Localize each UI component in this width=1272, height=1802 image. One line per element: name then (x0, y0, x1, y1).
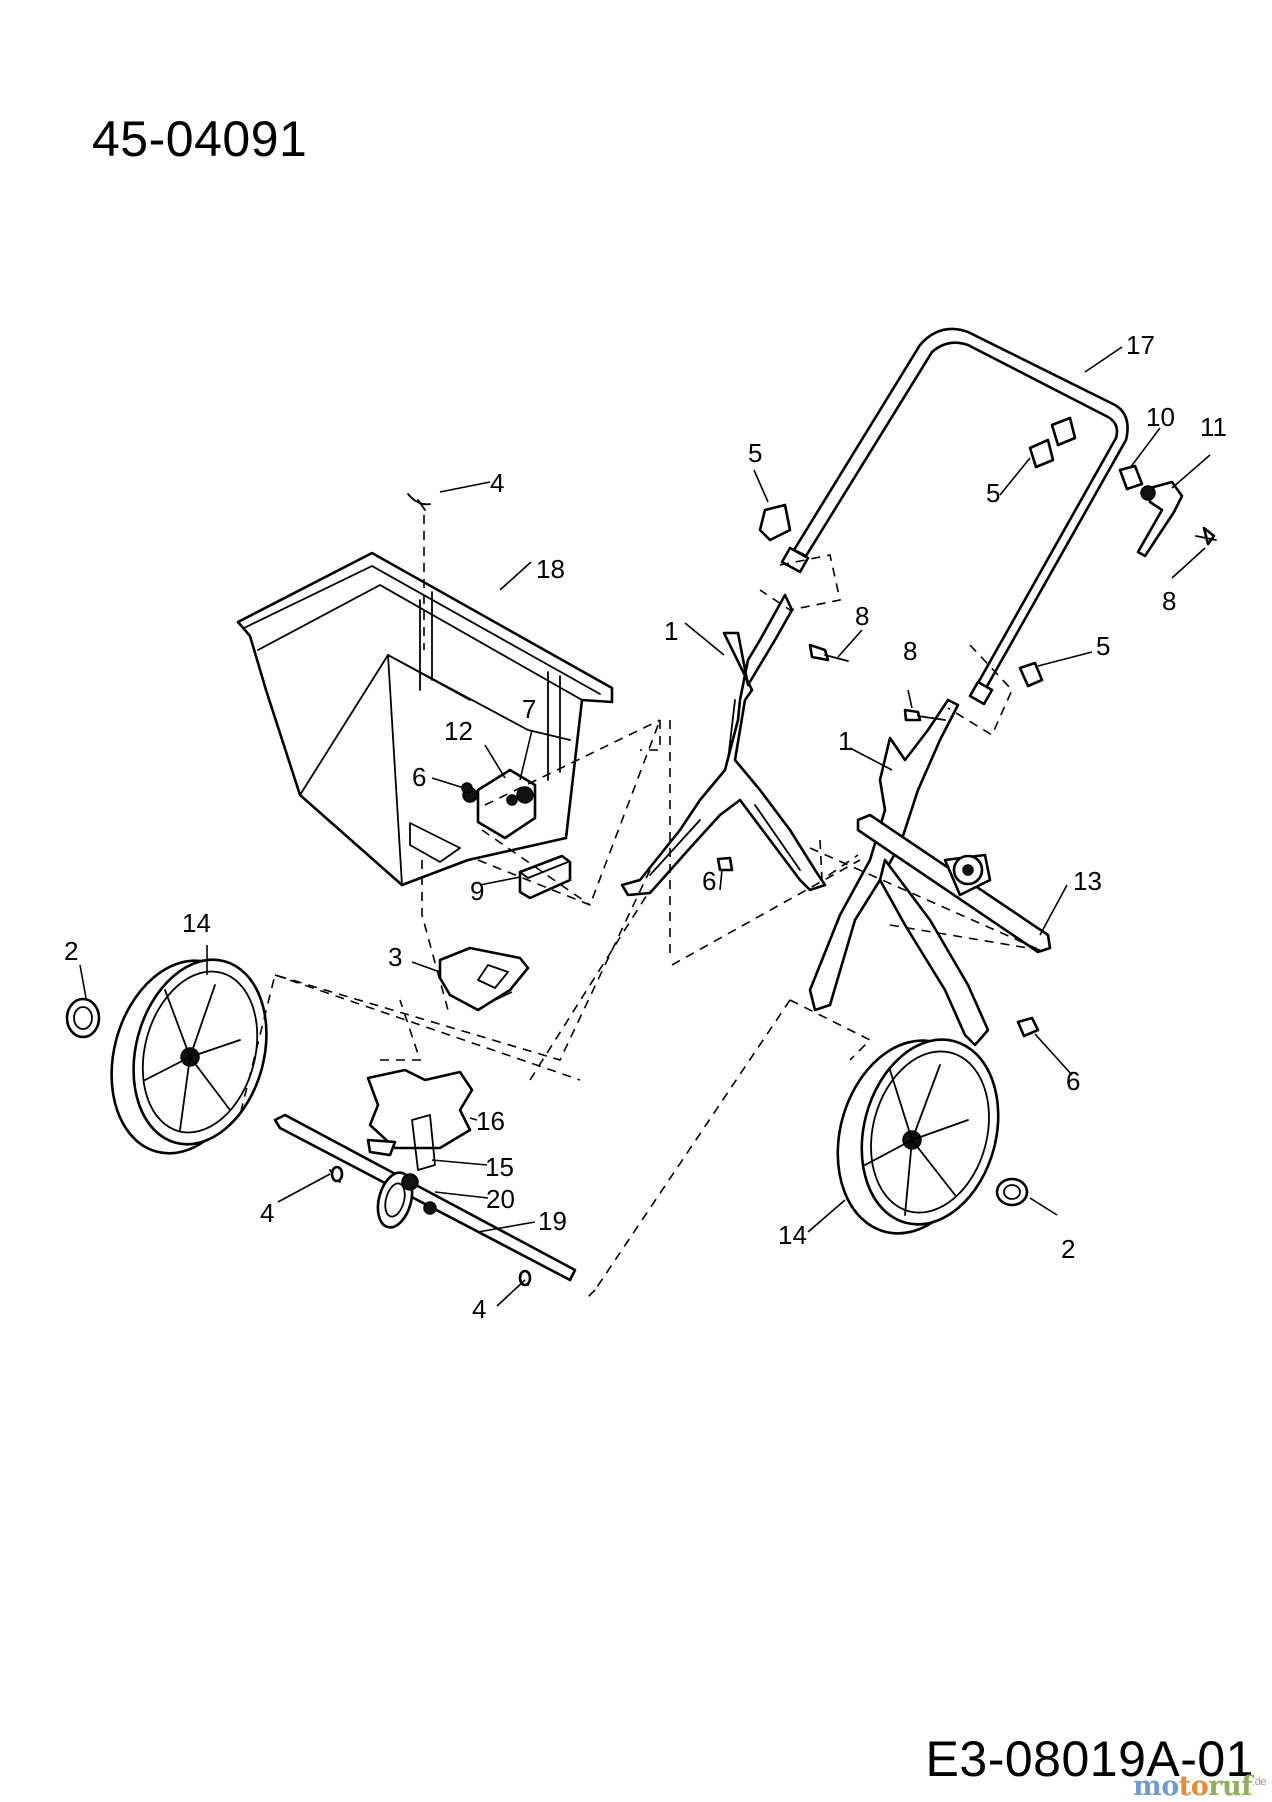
callout-1: 1 (838, 726, 852, 756)
callout-8: 8 (903, 636, 917, 666)
bracket (518, 854, 572, 900)
callouts: 1 1 2 2 3 4 4 4 5 5 5 6 6 6 7 8 8 8 9 10… (64, 330, 1227, 1324)
callout-14: 14 (778, 1220, 807, 1250)
hopper (236, 551, 614, 887)
callout-20: 20 (486, 1184, 515, 1214)
watermark-part-3: ruf (1208, 1771, 1253, 1802)
callout-5: 5 (748, 438, 762, 468)
callout-8: 8 (855, 601, 869, 631)
callout-16: 16 (476, 1106, 505, 1136)
frame-leg-right (808, 698, 990, 1047)
callout-5: 5 (1096, 631, 1110, 661)
callout-15: 15 (485, 1152, 514, 1182)
handle (780, 327, 1129, 706)
callout-9: 9 (470, 876, 484, 906)
callout-18: 18 (536, 554, 565, 584)
callout-6: 6 (702, 866, 716, 896)
callout-11: 11 (1200, 412, 1227, 442)
diagram-title: 45-04091 (92, 111, 308, 167)
small-hardware (329, 416, 1217, 1287)
axle-assembly (273, 1113, 577, 1282)
callout-4: 4 (260, 1198, 274, 1228)
callout-3: 3 (388, 942, 402, 972)
diagram-code: E3-08019A-01 (925, 1731, 1254, 1787)
callout-4: 4 (472, 1294, 486, 1324)
callout-6: 6 (412, 762, 426, 792)
callout-2: 2 (1061, 1234, 1075, 1264)
assembly-guides (239, 515, 1041, 1301)
cross-bar (856, 813, 1052, 954)
frame-leg-left (620, 593, 827, 897)
callout-14: 14 (182, 908, 211, 938)
wheel-right (836, 1038, 1000, 1235)
callout-5: 5 (986, 478, 1000, 508)
callout-10: 10 (1146, 402, 1175, 432)
callout-2: 2 (64, 936, 78, 966)
wheel-cap-right (995, 1177, 1029, 1207)
watermark-logo: motoruf.de (1133, 1771, 1266, 1802)
watermark-part-1: mo (1133, 1771, 1179, 1802)
watermark-suffix: .de (1252, 1776, 1266, 1788)
gear-box (366, 1068, 474, 1171)
callout-4: 4 (490, 468, 504, 498)
wheel-cap-left (65, 997, 101, 1039)
callout-1: 1 (664, 616, 678, 646)
watermark-part-2: to (1178, 1771, 1209, 1802)
agitator-plate (438, 946, 530, 1012)
callout-17: 17 (1126, 330, 1155, 360)
callout-6: 6 (1066, 1066, 1080, 1096)
callout-12: 12 (444, 716, 473, 746)
callout-7: 7 (522, 694, 536, 724)
callout-13: 13 (1073, 866, 1102, 896)
wheel-left (110, 958, 268, 1155)
callout-19: 19 (538, 1206, 567, 1236)
leader-lines (79, 346, 1211, 1307)
callout-8: 8 (1162, 586, 1176, 616)
